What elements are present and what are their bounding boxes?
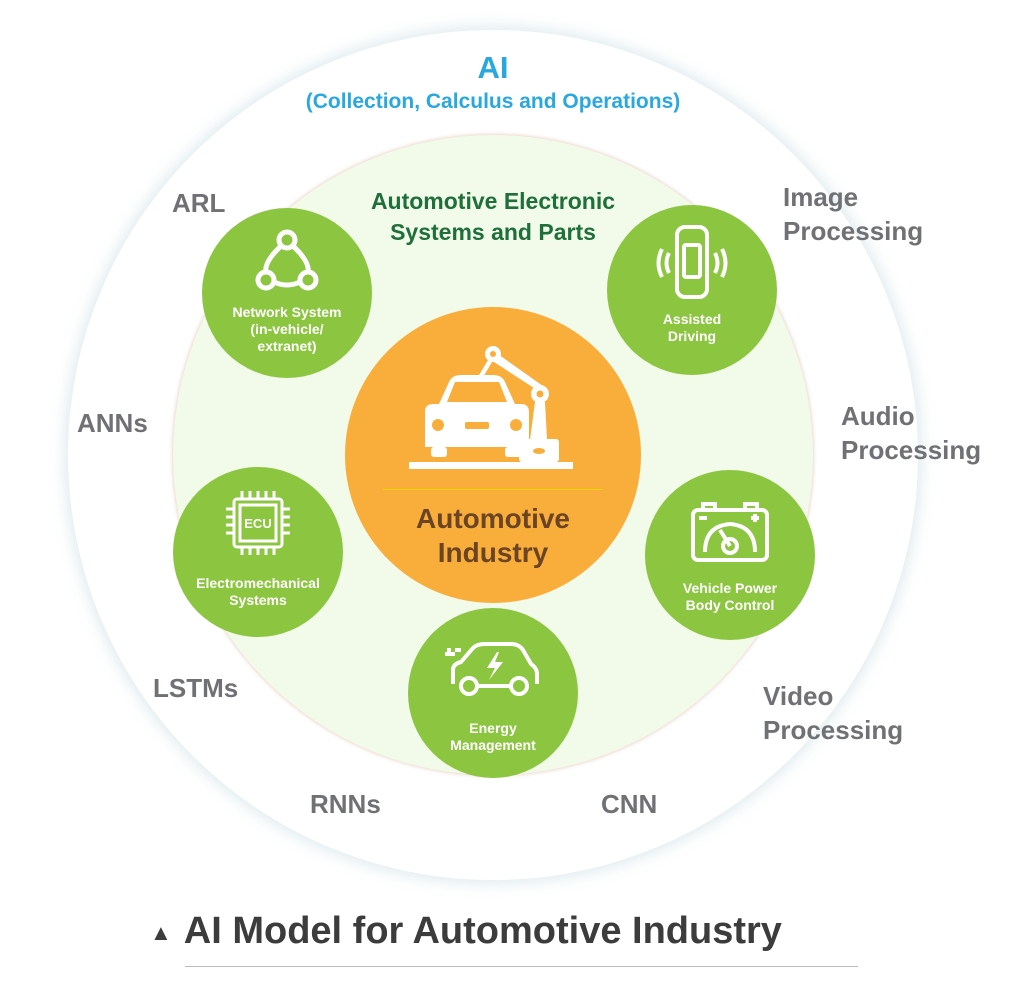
robot-arm-car-icon bbox=[409, 346, 573, 469]
node-label-line: Driving bbox=[667, 328, 717, 344]
label-rnns: RNNs bbox=[310, 789, 381, 819]
ecu-chip-icon: ECU bbox=[226, 491, 290, 555]
label-anns: ANNs bbox=[77, 408, 148, 438]
node-assisted-driving: Assisted Driving bbox=[607, 205, 777, 375]
label-cnn: CNN bbox=[601, 789, 658, 819]
core-line1: Automotive bbox=[416, 503, 570, 534]
core-line2: Industry bbox=[437, 537, 549, 568]
node-label-line: (in-vehicle/ bbox=[250, 321, 324, 337]
label-image-processing: Image Processing bbox=[783, 182, 924, 246]
caption-text: AI Model for Automotive Industry bbox=[183, 910, 782, 952]
node-label: Electromechanical Systems bbox=[183, 575, 333, 609]
core-label: Automotive Industry bbox=[345, 502, 641, 570]
battery-gauge-icon bbox=[691, 502, 769, 562]
node-energy-management: Energy Management bbox=[408, 608, 578, 778]
node-label: Assisted Driving bbox=[617, 311, 767, 345]
electric-car-icon bbox=[445, 642, 539, 696]
inner-title-line1: Automotive Electronic bbox=[370, 188, 616, 214]
node-label: Network System (in-vehicle/ extranet) bbox=[212, 304, 362, 355]
node-vehicle-power-body-control: Vehicle Power Body Control bbox=[645, 470, 815, 640]
label-lstms: LSTMs bbox=[153, 673, 239, 703]
ai-subtitle: (Collection, Calculus and Operations) bbox=[305, 90, 681, 113]
inner-title-line2: Systems and Parts bbox=[390, 219, 596, 245]
node-label-line: Energy bbox=[469, 720, 517, 736]
triangle-marker-icon: ▲ bbox=[150, 919, 172, 945]
node-label-line: Vehicle Power bbox=[682, 580, 778, 596]
inner-ring-title: Automotive Electronic Systems and Parts bbox=[323, 186, 663, 248]
node-label: Energy Management bbox=[418, 720, 568, 754]
node-label-line: Systems bbox=[229, 592, 287, 608]
node-electromechanical-systems: ECU Electromechanical Systems bbox=[173, 467, 343, 637]
ecu-icon-text: ECU bbox=[244, 516, 271, 531]
node-label-line: Assisted bbox=[662, 311, 722, 327]
network-icon bbox=[255, 229, 319, 291]
label-arl: ARL bbox=[172, 188, 226, 218]
node-label-line: Body Control bbox=[685, 597, 775, 613]
node-label-line: Network System bbox=[232, 304, 342, 320]
automotive-industry-core: Automotive Industry bbox=[345, 307, 641, 603]
node-label-line: Management bbox=[450, 737, 536, 753]
node-network-system: Network System (in-vehicle/ extranet) bbox=[202, 208, 372, 378]
caption: ▲ AI Model for Automotive Industry bbox=[150, 910, 782, 953]
label-video-processing: Video Processing bbox=[763, 681, 904, 745]
car-sensor-icon bbox=[656, 225, 728, 299]
caption-underline bbox=[185, 966, 858, 967]
ai-title: AI bbox=[477, 50, 509, 85]
node-label: Vehicle Power Body Control bbox=[655, 580, 805, 614]
core-divider bbox=[383, 489, 603, 490]
node-label-line: extranet) bbox=[257, 338, 317, 354]
node-label-line: Electromechanical bbox=[196, 575, 320, 591]
label-audio-processing: Audio Processing bbox=[841, 401, 982, 465]
